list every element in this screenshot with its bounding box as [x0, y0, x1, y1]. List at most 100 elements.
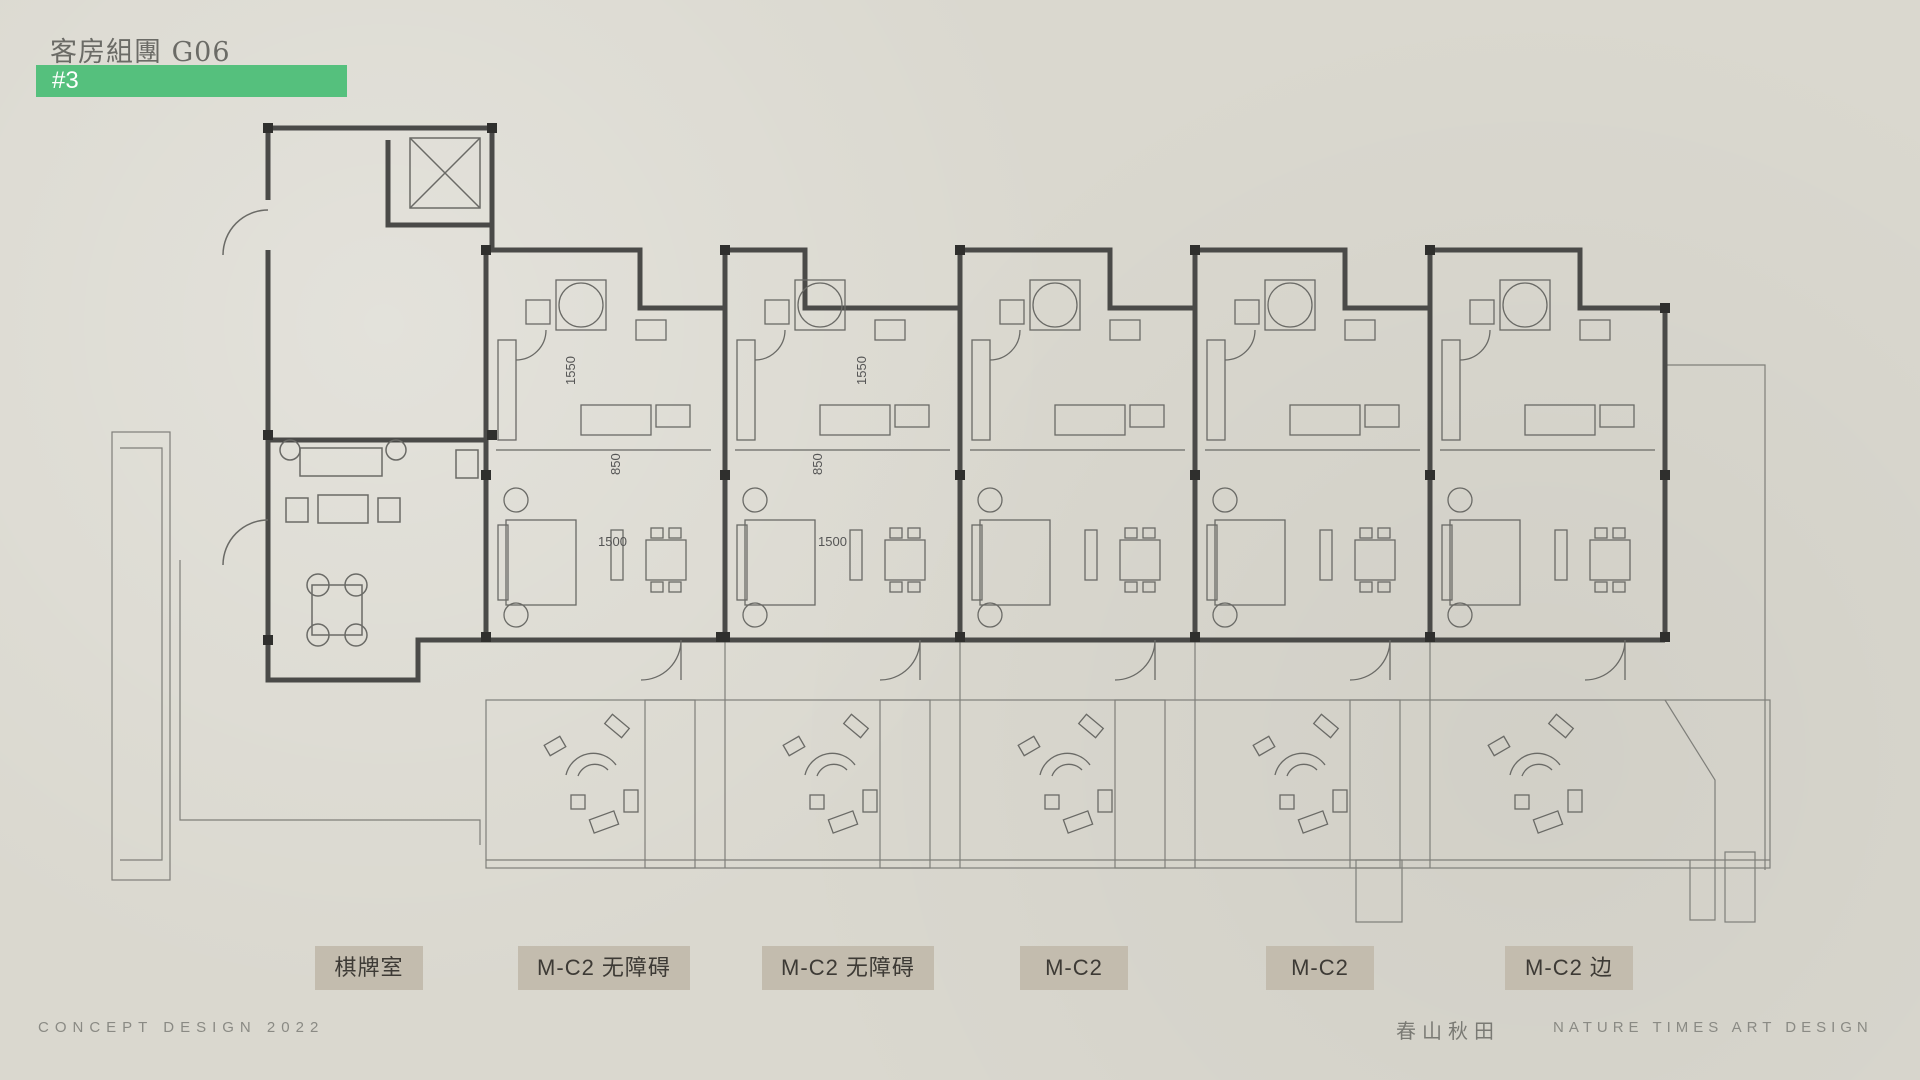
chair: [1594, 581, 1608, 593]
pillar: [481, 470, 491, 480]
lamp: [1447, 487, 1473, 513]
side-table: [1567, 789, 1583, 813]
toilet: [655, 404, 691, 428]
shower: [764, 299, 790, 325]
chair: [1142, 581, 1156, 593]
door-swing: [1114, 639, 1156, 681]
chair: [1142, 527, 1156, 539]
dim-1500-a: 1500: [598, 534, 627, 549]
shower: [999, 299, 1025, 325]
chair: [889, 527, 903, 539]
sink: [1109, 319, 1141, 341]
lamp: [1212, 602, 1238, 628]
side-table: [1514, 794, 1530, 810]
closet: [1054, 404, 1126, 436]
lounge-sofa: [565, 752, 617, 776]
tv-console: [1084, 529, 1098, 581]
pillar: [487, 430, 497, 440]
door-swing: [1584, 639, 1626, 681]
tub-surround: [794, 279, 846, 331]
bathtub: [558, 282, 604, 328]
tub-surround: [1029, 279, 1081, 331]
door-swing: [989, 329, 1021, 361]
room-label-mc2-edge: M-C2 边: [1505, 946, 1633, 990]
tub-surround: [1264, 279, 1316, 331]
pillar: [263, 635, 273, 645]
wall-units-top: [486, 247, 1665, 311]
shower: [525, 299, 551, 325]
pillar: [1660, 470, 1670, 480]
pillar: [955, 245, 965, 255]
dim-850-b: 850: [810, 453, 825, 475]
left-outline: [179, 560, 481, 845]
bed: [505, 519, 577, 606]
side-table: [1044, 794, 1060, 810]
pillar: [720, 632, 730, 642]
lounge-sofa: [1274, 752, 1326, 776]
room-label-card-room: 棋牌室: [315, 946, 423, 990]
sink: [1344, 319, 1376, 341]
wall-elevator: [385, 140, 492, 228]
door-swing: [1224, 329, 1256, 361]
chair: [650, 527, 664, 539]
chair: [1359, 527, 1373, 539]
lounge-sofa: [1509, 752, 1561, 776]
side-table: [570, 794, 586, 810]
side-table: [623, 789, 639, 813]
lounge-sofa: [1039, 752, 1091, 776]
pillar: [1190, 632, 1200, 642]
vanity: [1441, 339, 1461, 441]
pillar: [1425, 632, 1435, 642]
front-deck: [485, 699, 1771, 869]
lamp: [503, 487, 529, 513]
pillar: [263, 430, 273, 440]
lamp: [977, 602, 1003, 628]
lounge-chair: [1077, 713, 1105, 739]
tv-console: [849, 529, 863, 581]
elevator-shaft: [409, 137, 481, 209]
closet: [819, 404, 891, 436]
lounge-sofa: [804, 752, 856, 776]
lounge-chair: [1312, 713, 1340, 739]
lamp: [503, 602, 529, 628]
toilet: [1599, 404, 1635, 428]
lounge-chair: [603, 713, 631, 739]
side-table: [809, 794, 825, 810]
door-swing: [640, 639, 682, 681]
vanity: [736, 339, 756, 441]
lounge-chair: [543, 735, 567, 757]
chair: [1124, 581, 1138, 593]
lamp: [1447, 602, 1473, 628]
lamp: [742, 602, 768, 628]
headboard: [971, 524, 983, 601]
lounge-chair: [1487, 735, 1511, 757]
pillar: [1425, 470, 1435, 480]
pillar: [481, 632, 491, 642]
lounge-sofa: [1521, 763, 1553, 777]
pillar: [720, 470, 730, 480]
room-label-mc2-accessible-1: M-C2 无障碍: [518, 946, 690, 990]
chair: [889, 581, 903, 593]
sofa: [299, 447, 383, 477]
pillar: [955, 632, 965, 642]
toilet: [1364, 404, 1400, 428]
lounge-chair: [1252, 735, 1276, 757]
pillar: [1190, 470, 1200, 480]
door-swing: [1459, 329, 1491, 361]
dining-table: [1119, 539, 1161, 581]
tv-console: [1554, 529, 1568, 581]
lamp: [742, 487, 768, 513]
room-label-mc2-accessible-2: M-C2 无障碍: [762, 946, 934, 990]
toilet: [894, 404, 930, 428]
bathtub: [1032, 282, 1078, 328]
sink: [1579, 319, 1611, 341]
door-swing: [1349, 639, 1391, 681]
bed: [979, 519, 1051, 606]
dining-table: [645, 539, 687, 581]
footer-concept: CONCEPT DESIGN 2022: [38, 1019, 325, 1036]
vanity: [1206, 339, 1226, 441]
chair: [668, 527, 682, 539]
closet: [1524, 404, 1596, 436]
headboard: [497, 524, 509, 601]
lounge-sofa: [816, 763, 848, 777]
